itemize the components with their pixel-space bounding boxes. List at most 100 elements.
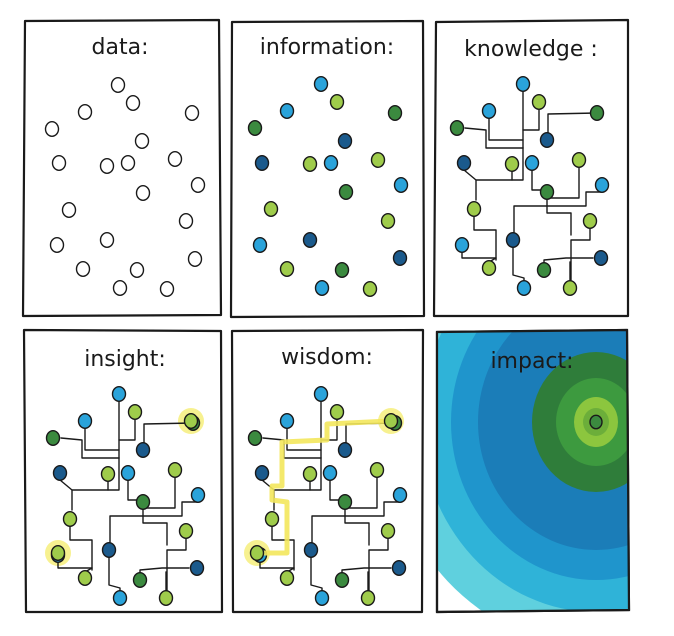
panel-wisdom-title: wisdom:: [281, 345, 373, 370]
wisdom-highlight-node: [249, 545, 265, 561]
data-dot: [99, 232, 115, 248]
knowledge-node: [593, 250, 609, 266]
data-dot: [44, 121, 60, 137]
panel-insight-title: insight:: [84, 347, 166, 372]
information-dot: [263, 201, 279, 217]
data-dots: [44, 77, 206, 297]
panel-knowledge-title: knowledge :: [464, 37, 598, 62]
wisdom-wire: [286, 427, 322, 451]
insight-node: [112, 590, 128, 606]
information-dot: [334, 262, 350, 278]
knowledge-node: [536, 262, 552, 278]
impact-target: [437, 330, 629, 612]
insight-wire: [109, 501, 199, 543]
insight-node: [127, 404, 143, 420]
insight-node: [111, 386, 127, 402]
knowledge-wire: [513, 191, 603, 233]
knowledge-node: [481, 103, 497, 119]
information-dot: [302, 156, 318, 172]
panel-data-frame: [21, 18, 223, 318]
knowledge-node: [594, 177, 610, 193]
data-dot: [190, 177, 206, 193]
knowledge-node: [531, 94, 547, 110]
insight-wire: [118, 419, 136, 441]
knowledge-node: [505, 232, 521, 248]
insight-wire: [108, 556, 121, 592]
wisdom-node: [279, 570, 295, 586]
wisdom-wire: [259, 561, 295, 569]
insight-node: [158, 590, 174, 606]
knowledge-wire: [522, 109, 540, 131]
data-dot: [167, 151, 183, 167]
data-dot: [125, 95, 141, 111]
insight-node: [120, 465, 136, 481]
insight-node: [178, 523, 194, 539]
knowledge-network-group: [449, 76, 610, 296]
data-dot: [51, 155, 67, 171]
insight-node: [135, 494, 151, 510]
insight-node: [77, 570, 93, 586]
knowledge-node: [449, 120, 465, 136]
insight-node: [167, 462, 183, 478]
wisdom-network: [244, 386, 408, 606]
data-dot: [159, 281, 175, 297]
wisdom-wire: [344, 476, 378, 509]
insight-node: [135, 442, 151, 458]
knowledge-wire: [473, 215, 497, 261]
data-dot: [184, 105, 200, 121]
information-dot: [279, 261, 295, 277]
information-dot: [338, 184, 354, 200]
information-dot: [313, 76, 329, 92]
knowledge-wire: [546, 198, 572, 236]
knowledge-node: [539, 184, 555, 200]
information-dot: [370, 152, 386, 168]
wisdom-node: [329, 404, 345, 420]
data-dot: [75, 261, 91, 277]
insight-wire: [166, 537, 187, 591]
wisdom-node: [392, 487, 408, 503]
wisdom-node: [254, 465, 270, 481]
information-dot: [302, 232, 318, 248]
wisdom-node: [313, 386, 329, 402]
insight-highlight-node: [50, 545, 66, 561]
information-dot: [362, 281, 378, 297]
information-dots: [247, 76, 409, 297]
insight-node: [45, 430, 61, 446]
insight-wire: [142, 508, 168, 546]
information-dot: [252, 237, 268, 253]
information-dot: [329, 94, 345, 110]
information-dot: [387, 105, 403, 121]
information-dot: [392, 250, 408, 266]
wisdom-node: [322, 465, 338, 481]
wisdom-node: [360, 590, 376, 606]
panel-impact-outline: [435, 328, 631, 614]
knowledge-node: [454, 237, 470, 253]
data-dot: [61, 202, 77, 218]
knowledge-node: [524, 155, 540, 171]
wisdom-wire: [311, 501, 401, 543]
wisdom-node: [337, 442, 353, 458]
data-dot: [135, 185, 151, 201]
knowledge-node: [539, 132, 555, 148]
information-dot: [314, 280, 330, 296]
insight-wire: [60, 437, 120, 459]
knowledge-node: [504, 156, 520, 172]
wisdom-wire: [341, 567, 392, 574]
wisdom-node: [264, 511, 280, 527]
insight-wire: [84, 427, 120, 451]
data-dot: [178, 213, 194, 229]
insight-wire: [139, 567, 190, 574]
wisdom-node: [337, 494, 353, 510]
wisdom-node: [391, 560, 407, 576]
information-dot: [323, 155, 339, 171]
insight-node: [77, 413, 93, 429]
insight-node: [101, 542, 117, 558]
data-dot: [110, 77, 126, 93]
insight-node: [190, 487, 206, 503]
wisdom-node: [279, 413, 295, 429]
knowledge-wire: [488, 117, 524, 141]
data-dot: [129, 262, 145, 278]
wisdom-node: [302, 466, 318, 482]
knowledge-node: [515, 76, 531, 92]
